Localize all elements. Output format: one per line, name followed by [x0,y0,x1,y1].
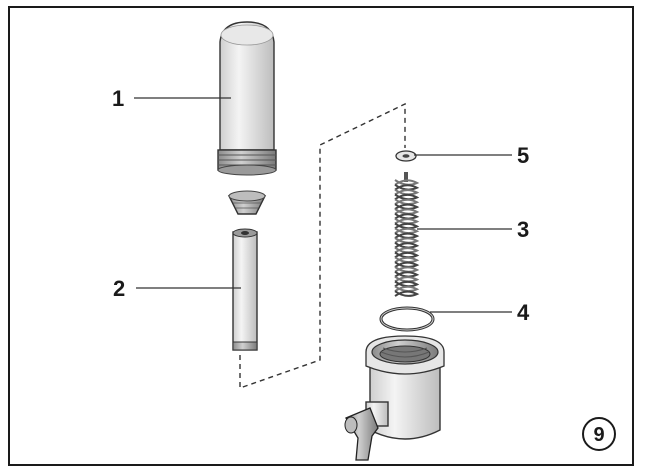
spring-coil [394,213,420,220]
part-3-spring [394,172,420,297]
spring-coil [394,271,420,278]
spring-coil [394,188,420,196]
spring-top-post [404,172,408,182]
callout-2: 2 [113,276,125,301]
spring-coil [394,256,420,264]
base-housing [344,335,445,461]
spring-coil [394,266,420,273]
part-4-o-ring [379,306,435,332]
callout-1: 1 [112,86,124,111]
spring-coil [394,237,420,244]
spring-coil [394,261,420,268]
part-1-casing [217,21,277,176]
spring-coil [394,242,420,249]
spring-coil [394,285,420,293]
spring-coil [394,217,420,225]
figure-number: 9 [593,424,604,446]
spring-coil [394,184,420,191]
spring-coil [394,208,420,215]
spring-coil [394,203,420,210]
assembly-guide-dashed-line [239,102,406,389]
callout-5: 5 [517,143,529,168]
valve-lever [344,401,389,461]
spring-coil [394,232,420,239]
part-2-filter-tube [232,228,258,351]
figure-frame [8,6,634,466]
spring-coil [394,193,420,201]
callout-3: 3 [517,217,529,242]
spring-coil [394,280,420,288]
spring-coil [394,246,420,254]
part-5-washer [395,150,417,162]
spring-coil [394,227,420,235]
cone-seal-piece [227,190,267,215]
spring-coil [394,290,420,297]
spring-coil [394,222,420,230]
spring-coil [394,198,420,206]
callout-4: 4 [517,300,530,325]
spring-coil [394,275,420,283]
spring-coil [394,179,420,186]
figure-number-badge: 9 [582,417,616,451]
spring-coil [394,251,420,259]
